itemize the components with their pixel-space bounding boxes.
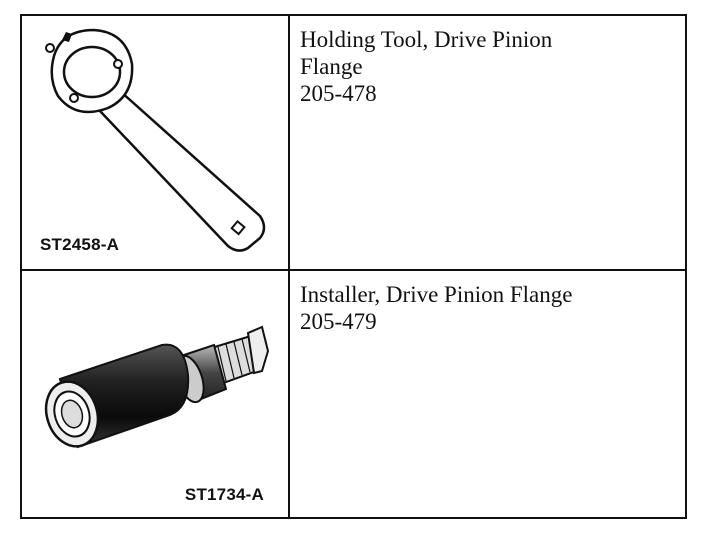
column-divider <box>288 16 290 517</box>
tool-description: Installer, Drive Pinion Flange 205-479 <box>300 281 572 335</box>
installer-cylinder-icon <box>44 325 270 449</box>
tool-number: 205-478 <box>300 81 377 106</box>
illustration-code: ST2458-A <box>40 235 120 254</box>
row-divider <box>22 269 685 271</box>
tool-illustration-cell: ST1734-A <box>22 271 288 519</box>
tool-illustration-cell: ST2458-A <box>22 16 288 269</box>
special-tools-table: ST2458-A Holding Tool, Drive Pinion Flan… <box>20 14 687 519</box>
tool-description-cell: Holding Tool, Drive Pinion Flange 205-47… <box>290 16 685 269</box>
tool-description-cell: Installer, Drive Pinion Flange 205-479 <box>290 271 685 519</box>
tool-number: 205-479 <box>300 309 377 334</box>
tool-description: Holding Tool, Drive Pinion Flange 205-47… <box>300 26 552 107</box>
tool-name: Installer, Drive Pinion Flange <box>300 282 573 307</box>
tool-name: Flange <box>300 54 363 79</box>
holding-tool-wrench-icon <box>45 28 266 252</box>
illustration-code: ST1734-A <box>184 485 264 504</box>
tool-name: Holding Tool, Drive Pinion <box>300 27 553 52</box>
